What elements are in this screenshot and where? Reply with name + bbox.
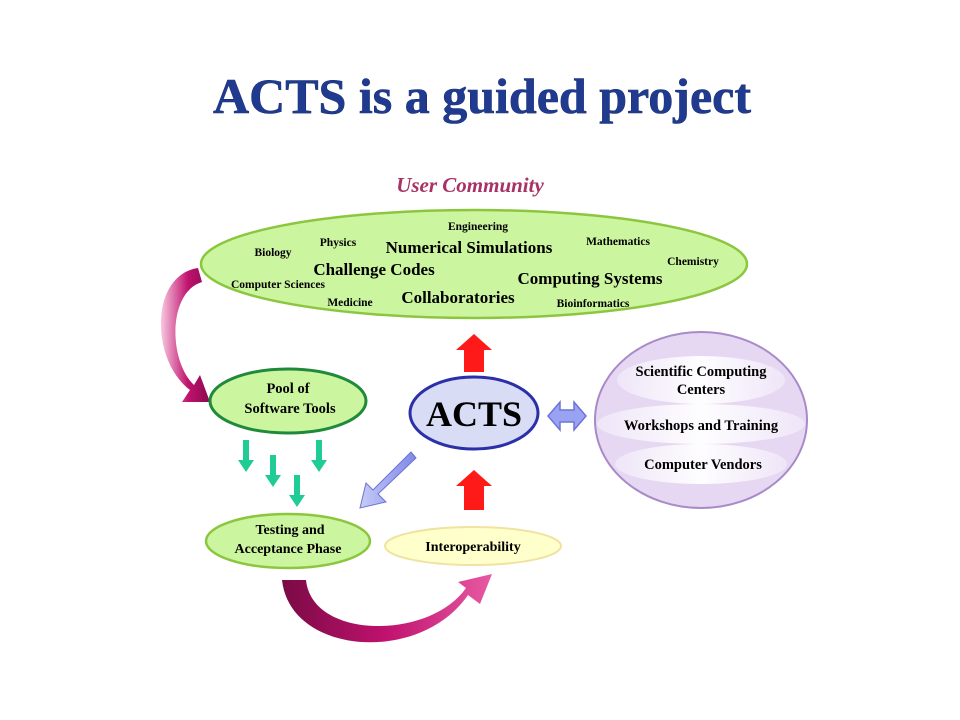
partner-vendors: Computer Vendors — [644, 457, 762, 473]
acts-label: ACTS — [426, 394, 522, 434]
label-numerical-simulations: Numerical Simulations — [386, 238, 553, 257]
label-physics: Physics — [320, 237, 357, 249]
label-medicine: Medicine — [327, 297, 372, 309]
label-bioinformatics: Bioinformatics — [557, 298, 630, 310]
pool-line2: Software Tools — [244, 401, 336, 417]
partners-sphere — [594, 331, 808, 509]
partner-centers-line1: Scientific Computing — [636, 364, 768, 380]
partner-centers-line2: Centers — [677, 382, 726, 398]
label-biology: Biology — [254, 247, 291, 259]
interoperability-label: Interoperability — [425, 540, 520, 555]
label-collaboratories: Collaboratories — [401, 288, 515, 307]
pool-line1: Pool of — [266, 381, 309, 397]
red-arrow-lower — [456, 470, 492, 510]
blue-diagonal-arrow — [359, 451, 417, 509]
acts-ellipse — [408, 375, 540, 451]
testing-line2: Acceptance Phase — [235, 542, 342, 557]
user-community-ellipse — [199, 208, 749, 320]
curved-arrow-bottom — [282, 574, 492, 643]
label-engineering: Engineering — [448, 221, 508, 233]
label-computing-systems: Computing Systems — [518, 269, 663, 288]
label-mathematics: Mathematics — [586, 236, 650, 248]
user-community-heading: User Community — [396, 173, 544, 197]
partner-workshops: Workshops and Training — [624, 418, 779, 434]
pool-ellipse — [208, 367, 368, 435]
interoperability-ellipse — [384, 526, 562, 566]
testing-line1: Testing and — [255, 523, 324, 538]
teal-arrow-1 — [238, 440, 254, 472]
teal-arrow-2 — [265, 455, 281, 487]
page-title: ACTS is a guided project — [213, 68, 751, 124]
testing-ellipse — [204, 512, 372, 570]
teal-arrows — [238, 440, 327, 507]
curved-arrow-left — [160, 268, 210, 402]
label-chemistry: Chemistry — [667, 256, 719, 268]
red-arrows — [456, 334, 492, 510]
label-challenge-codes: Challenge Codes — [313, 260, 435, 279]
teal-arrow-4 — [289, 475, 305, 507]
label-computer-sciences: Computer Sciences — [231, 279, 326, 291]
teal-arrow-3 — [311, 440, 327, 472]
red-arrow-upper — [456, 334, 492, 372]
double-arrow — [547, 399, 587, 433]
